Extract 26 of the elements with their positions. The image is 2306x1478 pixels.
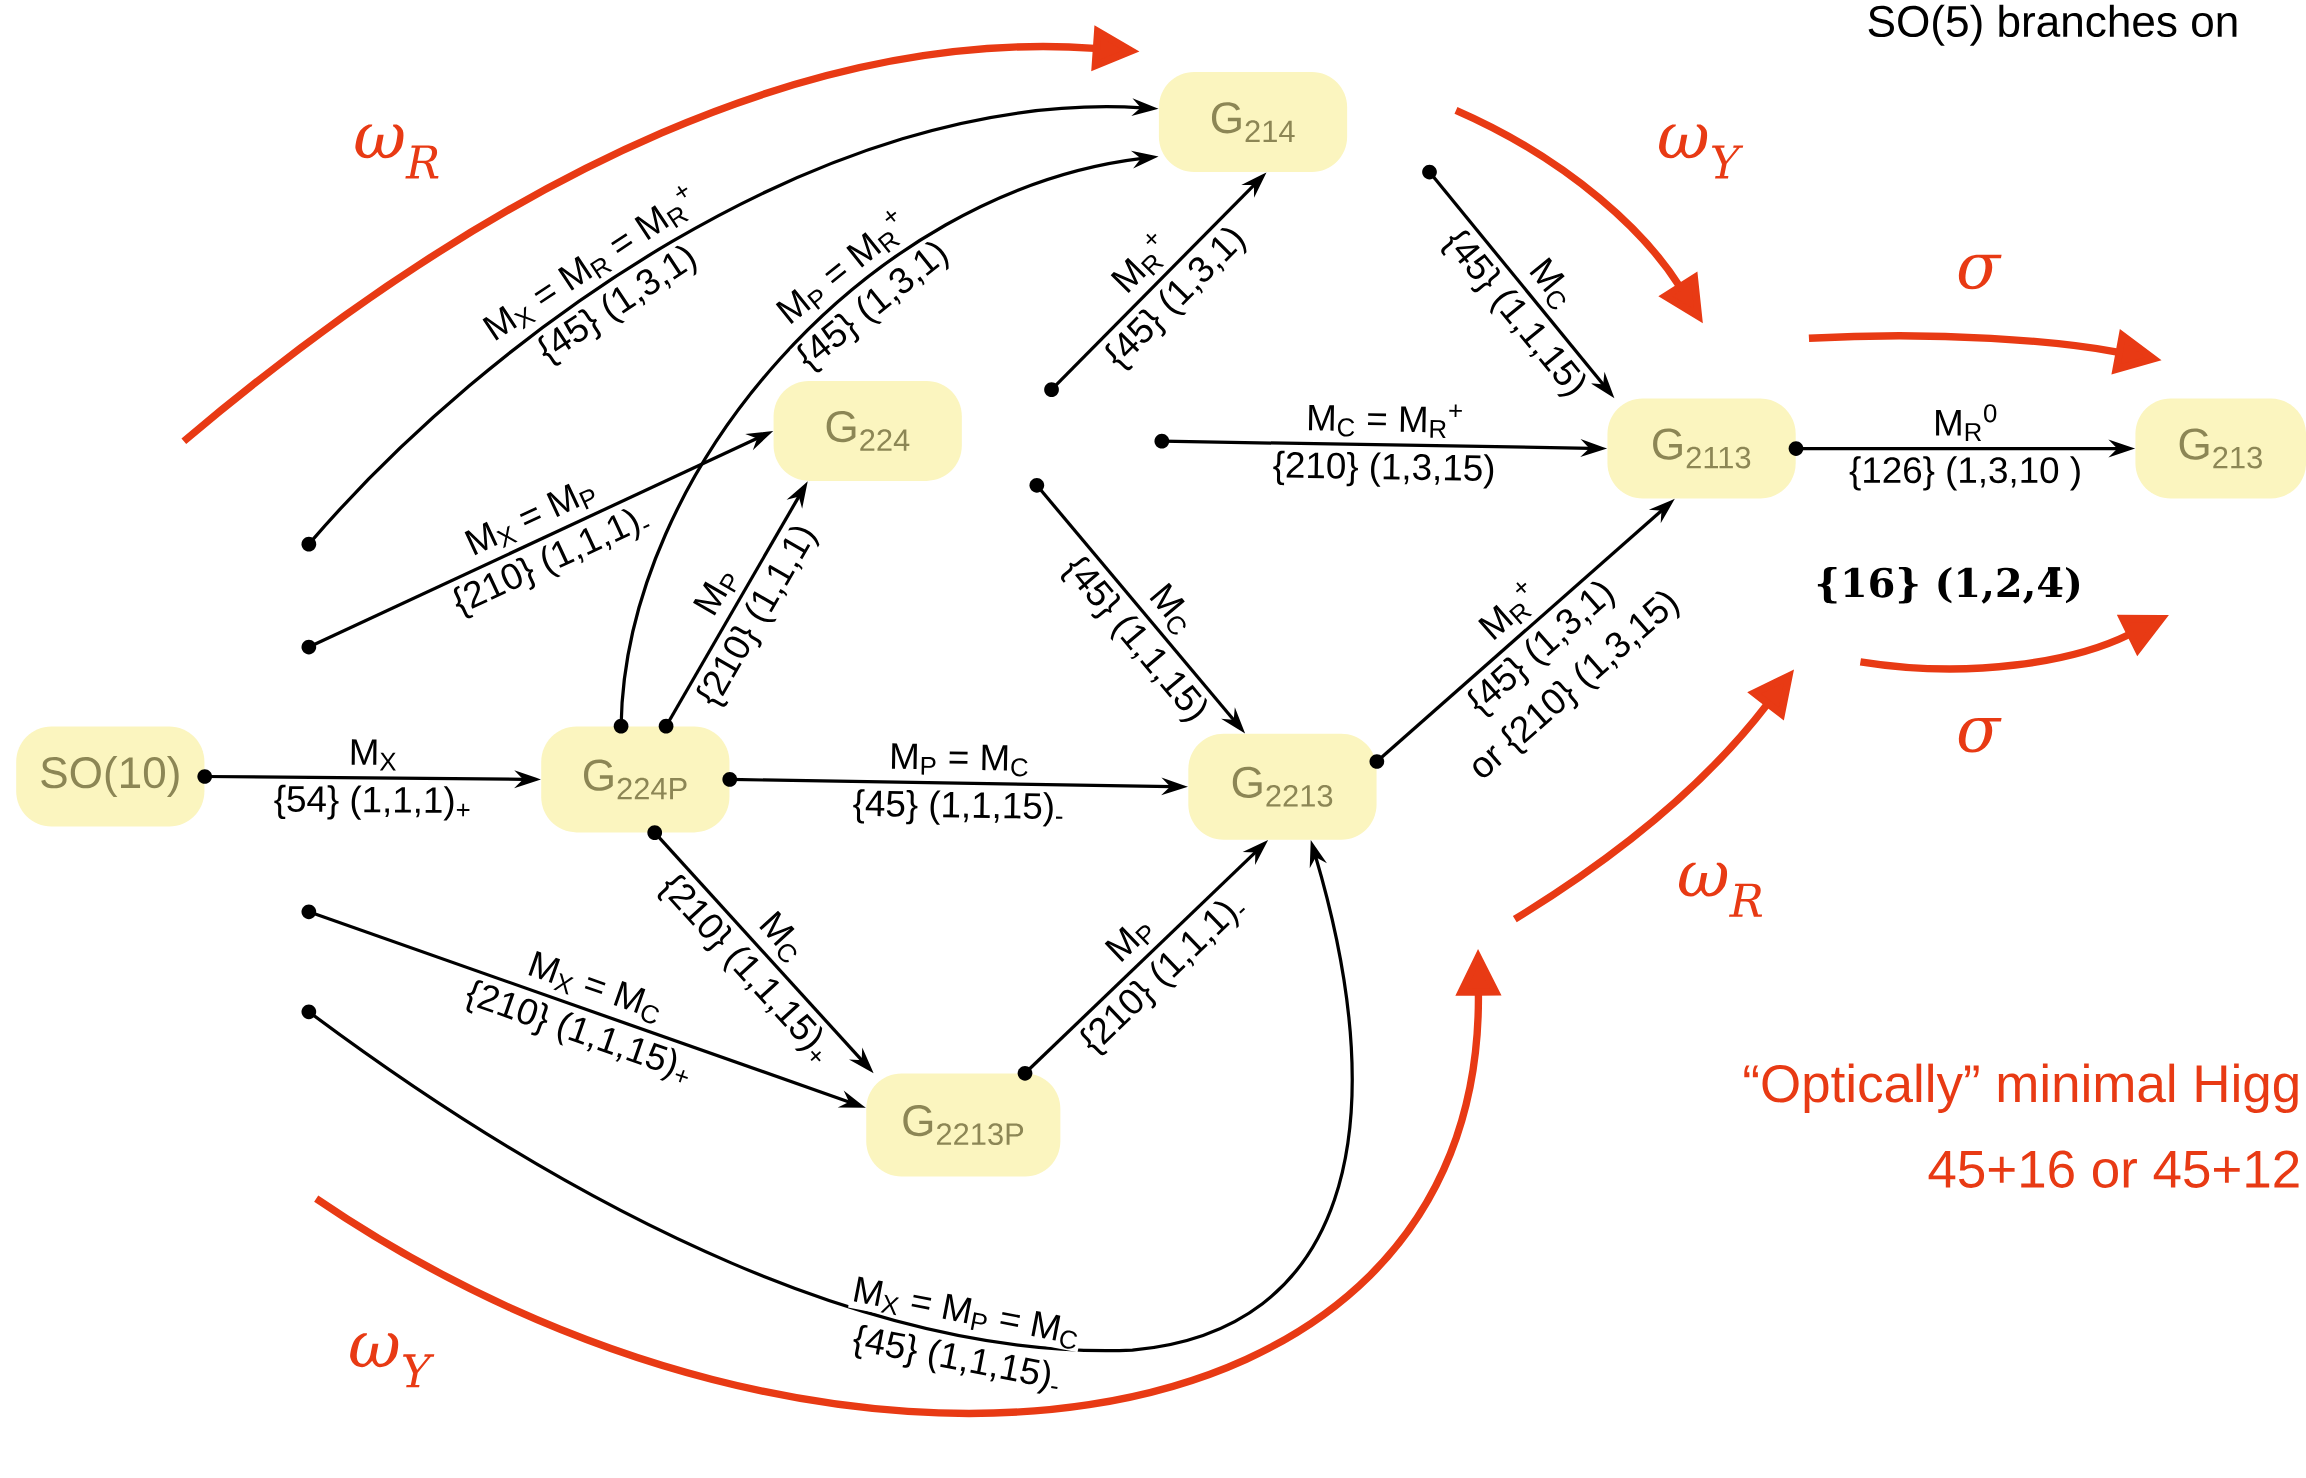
text-label: σ bbox=[1958, 254, 2002, 290]
group-box: G$_{224}$ bbox=[773, 380, 962, 481]
representation-label: {210} (1,3,15) bbox=[1270, 449, 1498, 491]
text-label: 45+16 or 45+12 bbox=[1928, 1150, 2299, 1188]
edge-label: M$_{R}$0 bbox=[1931, 402, 2000, 443]
text-label: {16} (1,2,4̄) bbox=[1817, 566, 2079, 604]
group-box: G$_{2213P}$ bbox=[866, 1073, 1061, 1177]
text-label: ω$_{R}$ bbox=[1679, 862, 1763, 917]
text-label: “Optically” minimal Higg bbox=[1744, 1063, 2298, 1113]
text-label: σ bbox=[1958, 718, 2002, 753]
group-box: G$_{2213}$ bbox=[1188, 733, 1377, 840]
representation-label: {126} (1,3,10 ) bbox=[1847, 454, 2084, 492]
edge-label: M$_{P}$ bbox=[689, 561, 745, 623]
text-label: ω$_{Y}$ bbox=[350, 1333, 435, 1388]
text-label: ω$_{R}$ bbox=[355, 124, 439, 179]
title: SO(5) branches on bbox=[1868, 4, 2237, 46]
text-label: ω$_{Y}$ bbox=[1659, 124, 1744, 179]
group-box: G$_{214}$ bbox=[1158, 72, 1348, 173]
edge-label: M$_{P}$ = M$_{C}$ bbox=[887, 741, 1032, 779]
group-box: G$_{224P}$ bbox=[541, 726, 730, 833]
group-box: SO(10) bbox=[16, 726, 205, 827]
edge-label: M$_{X}$ bbox=[347, 737, 399, 773]
representation-label: {45} (1,1,15)$_{-}$ bbox=[850, 787, 1067, 829]
group-box: G$_{2113}$ bbox=[1607, 398, 1796, 499]
group-box: G$_{213}$ bbox=[2135, 398, 2306, 499]
representation-label: {54} (1,1,1)$_{+}$ bbox=[272, 783, 474, 823]
